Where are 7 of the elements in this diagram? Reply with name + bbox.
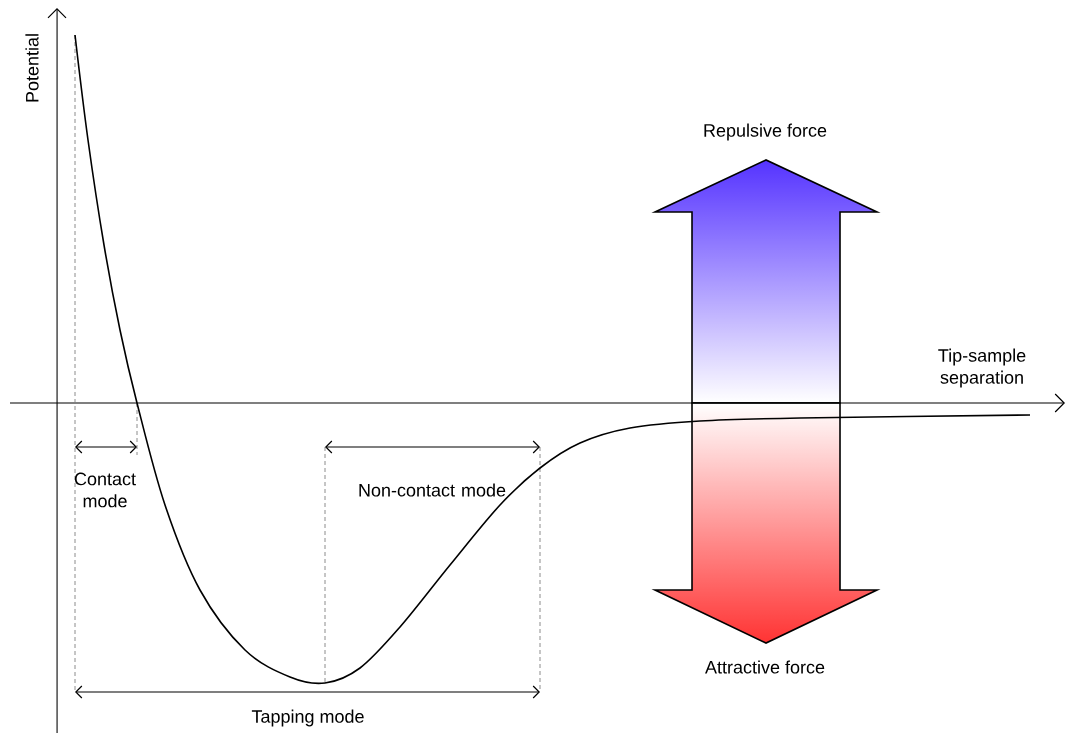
force-label: Repulsive force <box>704 123 827 141</box>
mode-label: Tapping mode <box>251 709 364 727</box>
mode-label: Non-contact mode <box>359 483 506 497</box>
mode-label: Contact mode <box>74 472 136 508</box>
axis-label: Tip-sample separation <box>938 348 1026 388</box>
axis-label: Potential <box>25 34 39 102</box>
force-label: Attractive force <box>705 660 825 674</box>
